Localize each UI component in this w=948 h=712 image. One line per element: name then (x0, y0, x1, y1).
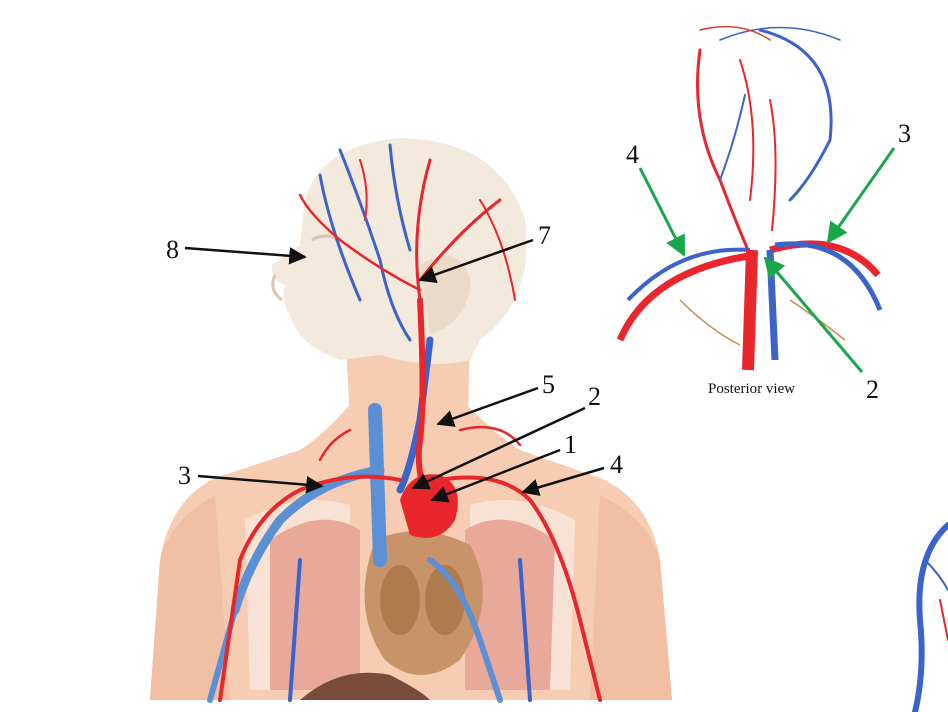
pointer-2 (411, 406, 586, 490)
main-anatomical-model (150, 138, 672, 703)
vein-path (388, 143, 412, 252)
left-lung (270, 519, 360, 690)
right-arm (590, 495, 672, 700)
artery-path (318, 428, 352, 462)
artery-path (438, 475, 602, 702)
vein-path (288, 558, 302, 702)
vein-path (318, 173, 362, 302)
inset-label-4: 4 (626, 140, 639, 169)
artery-path (415, 158, 432, 302)
label-2: 2 (588, 382, 601, 411)
main-labels: 8 7 5 2 1 4 3 (166, 221, 623, 503)
inset-cranial-vessels (696, 25, 841, 252)
vein-path (368, 403, 387, 567)
label-8: 8 (166, 235, 179, 264)
vein-path (518, 558, 532, 702)
inset-label-2: 2 (866, 375, 879, 404)
artery-path (359, 159, 368, 221)
label-7: 7 (538, 221, 551, 250)
side-artery (939, 599, 948, 641)
heart-chamber (380, 565, 420, 635)
inset-pointer-4 (638, 167, 686, 257)
label-3: 3 (178, 461, 191, 490)
inset-artery (699, 25, 771, 41)
right-lung (465, 519, 555, 690)
inset-aorta (742, 249, 758, 371)
artery-path (479, 199, 516, 301)
pointer-8 (184, 246, 307, 265)
pointer-5 (436, 386, 539, 427)
side-vein (912, 522, 948, 712)
pointer-7 (418, 238, 534, 283)
inset-artery (696, 48, 750, 252)
head (271, 138, 527, 364)
inset-labels: 4 3 2 Posterior view (626, 119, 911, 404)
pointer-1 (430, 448, 561, 503)
label-4: 4 (610, 450, 623, 479)
inset-pointer-2 (763, 256, 864, 373)
inset-pointer-3 (826, 147, 896, 244)
side-vein (924, 559, 948, 591)
inset-right-subclavian-artery (616, 251, 756, 342)
inset-vein (719, 26, 841, 41)
inset-artery (769, 99, 777, 231)
vein-path (427, 557, 503, 703)
pointer-4 (521, 466, 605, 496)
artery-path (218, 474, 402, 702)
left-arm (150, 495, 230, 700)
label-1: 1 (564, 430, 577, 459)
inset-label-3: 3 (898, 119, 911, 148)
artery-path (298, 193, 422, 292)
vein-path (338, 148, 412, 342)
label-5: 5 (542, 370, 555, 399)
inset-vein (758, 28, 833, 202)
diaphragm-organ (300, 672, 430, 700)
inset-left-subclavian-vein (774, 241, 883, 311)
nose (271, 274, 283, 302)
inset-vein (719, 94, 746, 181)
inset-right-subclavian-vein (626, 247, 751, 302)
inset-posterior-view (616, 12, 883, 371)
inset-caption: Posterior view (708, 381, 795, 397)
pointer-3 (197, 474, 324, 494)
cropped-side-figure (912, 522, 948, 712)
inset-artery (739, 59, 755, 201)
